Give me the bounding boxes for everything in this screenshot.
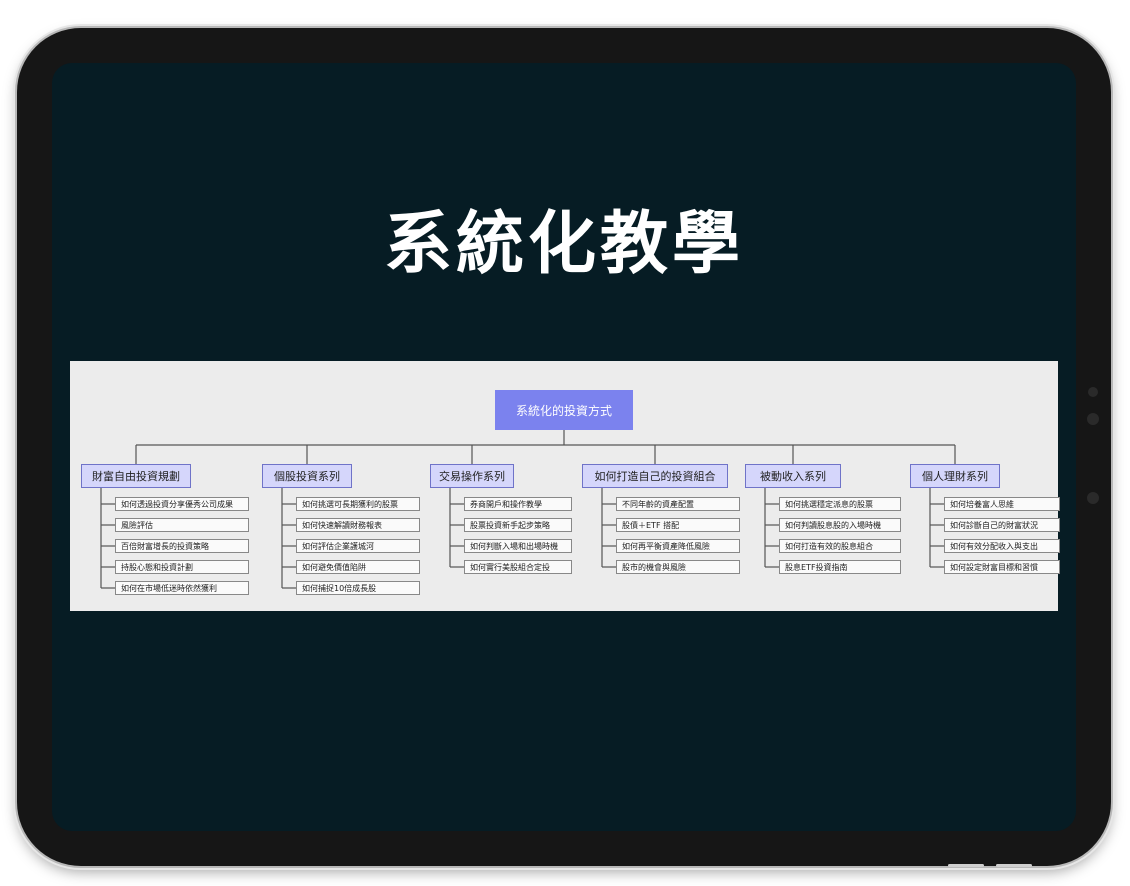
slide-title: 系統化教學 [383, 205, 744, 284]
mindmap-leaf: 如何判斷入場和出場時機 [464, 539, 572, 553]
mindmap-leaf: 如何打造有效的股息組合 [779, 539, 901, 553]
mindmap-leaf: 如何培養富人思維 [944, 497, 1060, 511]
mindmap-leaf: 如何再平衡資產降低風險 [616, 539, 740, 553]
mindmap-leaf: 股債＋ETF 搭配 [616, 518, 740, 532]
mindmap-leaf: 如何有效分配收入與支出 [944, 539, 1060, 553]
mindmap-leaf: 如何捕捉10倍成長股 [296, 581, 420, 595]
mindmap-branch: 財富自由投資規劃 [81, 464, 191, 488]
mindmap-leaf: 不同年齡的資產配置 [616, 497, 740, 511]
mindmap-branch: 如何打造自己的投資組合 [582, 464, 728, 488]
slide-screen: 系統化教學 系統化的投資方式 財富自由投資規劃如何透過投資分享優秀公司成果風險評… [52, 63, 1076, 831]
mindmap-branch: 被動收入系列 [745, 464, 841, 488]
volume-button [996, 864, 1032, 867]
mindmap-leaf: 如何實行美股組合定投 [464, 560, 572, 574]
mindmap-leaf: 如何避免價值陷阱 [296, 560, 420, 574]
mindmap-leaf: 如何判讀股息股的入場時機 [779, 518, 901, 532]
mindmap-leaf: 百倍財富增長的投資策略 [115, 539, 249, 553]
mindmap-leaf: 如何挑選穩定派息的股票 [779, 497, 901, 511]
mindmap-diagram: 系統化的投資方式 財富自由投資規劃如何透過投資分享優秀公司成果風險評估百倍財富增… [70, 361, 1060, 611]
mindmap-leaf: 如何設定財富目標和習慣 [944, 560, 1060, 574]
mindmap-branch: 個人理財系列 [910, 464, 1000, 488]
mindmap-leaf: 如何診斷自己的財富狀況 [944, 518, 1060, 532]
sensor-icon [1087, 413, 1099, 425]
mindmap-branch: 交易操作系列 [430, 464, 514, 488]
mindmap-leaf: 如何透過投資分享優秀公司成果 [115, 497, 249, 511]
connector-lines [100, 430, 956, 589]
mindmap-branch: 個股投資系列 [262, 464, 352, 488]
volume-button [948, 864, 984, 867]
mindmap-leaf: 風險評估 [115, 518, 249, 532]
mindmap-root: 系統化的投資方式 [495, 390, 633, 430]
mindmap-leaf: 股票投資新手起步策略 [464, 518, 572, 532]
mindmap-leaf: 如何快速解讀財務報表 [296, 518, 420, 532]
mindmap-leaf: 持股心態和投資計劃 [115, 560, 249, 574]
mindmap-leaf: 股市的機會與風險 [616, 560, 740, 574]
mindmap-leaf: 股息ETF投資指南 [779, 560, 901, 574]
camera-icon [1088, 387, 1098, 397]
mindmap-leaf: 券商開戶和操作教學 [464, 497, 572, 511]
mindmap-leaf: 如何在市場低迷時依然獲利 [115, 581, 249, 595]
sensor-icon [1087, 492, 1099, 504]
mindmap-leaf: 如何評估企業護城河 [296, 539, 420, 553]
mindmap-leaf: 如何挑選可長期獲利的股票 [296, 497, 420, 511]
